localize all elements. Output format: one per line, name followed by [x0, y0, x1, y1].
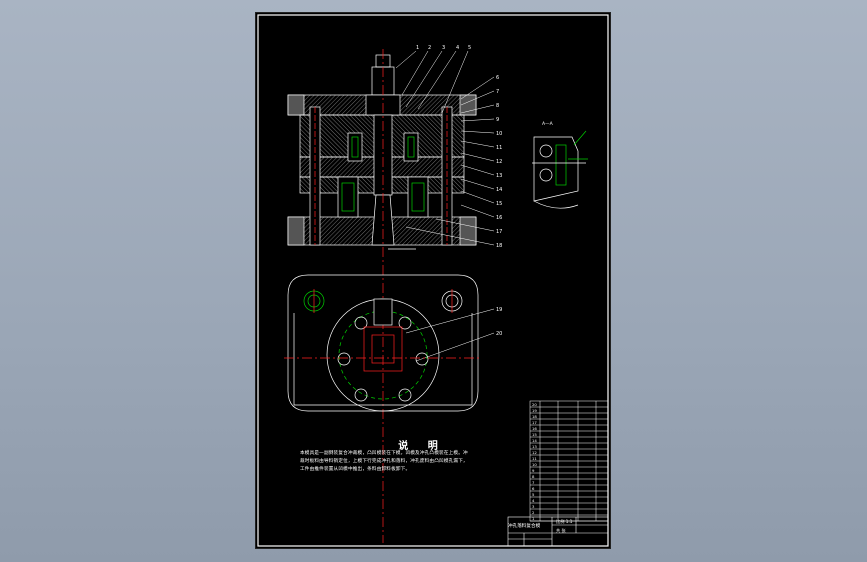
part-number: 11	[496, 145, 502, 151]
bom-row-number: 15	[532, 432, 537, 437]
part-number: 8	[496, 103, 499, 109]
bom-row-number: 13	[532, 444, 537, 449]
sheet-label: 共 张	[556, 528, 566, 533]
part-number: 19	[496, 307, 502, 313]
part-number: 5	[468, 45, 471, 51]
bom-row-number: 1	[532, 516, 535, 521]
notes-title: 说 明	[398, 441, 446, 452]
bom-row-number: 20	[532, 402, 537, 407]
border-frame	[257, 14, 609, 547]
part-number: 18	[496, 243, 502, 249]
detail-view	[532, 130, 588, 209]
bom-row-number: 18	[532, 414, 537, 419]
bom-row-number: 14	[532, 438, 537, 443]
bom-row-number: 2	[532, 510, 535, 515]
notes-text: 本模具是一副倒装复合冲裁模，凸凹模装在下模，凹模及冲孔凸模装在上模。冲裁时板料由…	[300, 451, 468, 472]
bom-row-number: 19	[532, 408, 537, 413]
part-number: 12	[496, 159, 502, 165]
bom-row-number: 10	[532, 462, 537, 467]
part-number: 20	[496, 331, 502, 337]
bom-row-number: 3	[532, 504, 535, 509]
bom-row-number: 4	[532, 498, 535, 503]
part-number: 7	[496, 89, 499, 95]
bom-row-number: 9	[532, 468, 535, 473]
part-number: 4	[456, 45, 459, 51]
part-number: 17	[496, 229, 502, 235]
bom-row-number: 6	[532, 486, 535, 491]
part-number: 14	[496, 187, 502, 193]
bom-row-number: 16	[532, 426, 537, 431]
bom-row-number: 7	[532, 480, 535, 485]
section-view	[287, 49, 477, 543]
drawing-name: 冲孔落料复合模	[508, 524, 541, 529]
part-number: 2	[428, 45, 431, 51]
part-number: 16	[496, 215, 502, 221]
bom-row-number: 12	[532, 450, 537, 455]
title-block	[507, 516, 609, 547]
bom-row-number: 11	[532, 456, 537, 461]
bom-row-number: 5	[532, 492, 535, 497]
part-leaders	[395, 50, 495, 362]
part-number: 9	[496, 117, 499, 123]
plan-view	[284, 274, 482, 412]
part-number: 13	[496, 173, 502, 179]
part-number: 10	[496, 131, 502, 137]
bom-row-number: 8	[532, 474, 535, 479]
bom-row-number: 17	[532, 420, 537, 425]
part-number: 6	[496, 75, 499, 81]
part-number: 1	[416, 45, 419, 51]
scale-label: 比例 1:1	[556, 519, 573, 524]
part-number: 3	[442, 45, 445, 51]
section-label: A—A	[542, 122, 553, 127]
part-number: 15	[496, 201, 502, 207]
